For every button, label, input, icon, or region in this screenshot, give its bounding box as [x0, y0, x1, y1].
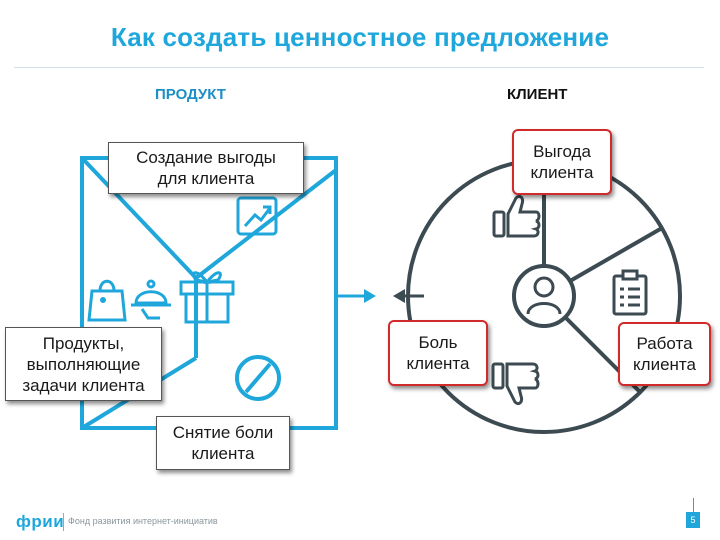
thumbs-down-icon	[491, 362, 540, 406]
pill-icon	[235, 355, 281, 401]
user-icon	[512, 264, 576, 328]
fund-name: Фонд развития интернет-инициатив	[68, 516, 218, 526]
product-header: ПРОДУКТ	[155, 86, 226, 103]
shopping-bag-icon	[87, 279, 127, 322]
footer-divider	[63, 513, 64, 531]
page-number: 5	[686, 512, 700, 528]
clipboard-icon	[612, 269, 648, 316]
products-services-box: Продукты, выполняющие задачи клиента	[5, 327, 162, 401]
frii-logo: фрии	[16, 512, 65, 531]
thumbs-up-icon	[492, 194, 541, 238]
arrow-to-product-head	[393, 289, 405, 303]
customer-jobs-box: Работа клиента	[618, 322, 711, 386]
customer-pains-box: Боль клиента	[388, 320, 488, 386]
gift-icon	[179, 271, 235, 324]
page-title: Как создать ценностное предложение	[110, 22, 610, 52]
client-header: КЛИЕНТ	[507, 86, 568, 103]
gain-creators-box: Создание выгоды для клиента	[108, 142, 304, 194]
page-marker-line	[693, 498, 694, 512]
pain-relievers-box: Снятие боли клиента	[156, 416, 290, 470]
chart-up-icon	[236, 196, 278, 236]
fit-arrows	[336, 289, 424, 303]
customer-gains-box: Выгода клиента	[512, 129, 612, 195]
title-divider	[14, 67, 704, 68]
arrow-to-client-head	[364, 289, 376, 303]
cloche-service-icon	[131, 279, 171, 320]
product-diagonal-top	[80, 156, 198, 280]
product-diagonal-right	[194, 168, 338, 280]
